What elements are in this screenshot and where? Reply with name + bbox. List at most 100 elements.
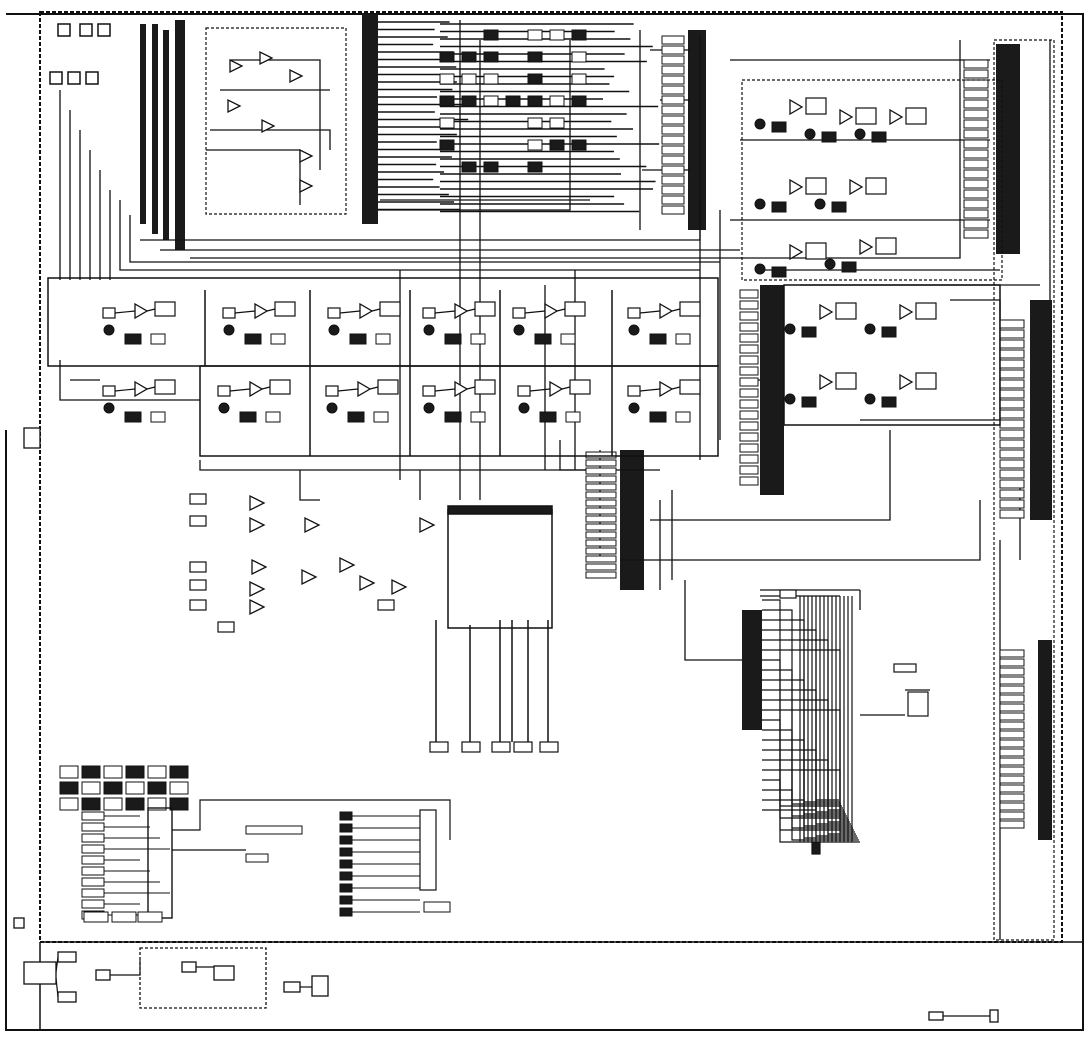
stack-block — [740, 378, 758, 386]
stack-block — [1000, 767, 1024, 774]
output-block — [806, 98, 826, 114]
indicator-block — [376, 334, 390, 344]
control-block — [84, 912, 108, 922]
indicator-block — [445, 412, 461, 422]
stack-block — [586, 556, 616, 562]
indicator-block — [535, 334, 551, 344]
small-block — [484, 74, 498, 84]
stack-block — [1000, 812, 1024, 819]
output-block — [475, 380, 495, 394]
input-block — [518, 386, 530, 396]
stack-block — [740, 466, 758, 474]
node-circle — [519, 403, 529, 413]
stack-block — [662, 106, 684, 114]
control-block — [82, 798, 100, 810]
stack-block — [1000, 722, 1024, 729]
input-block — [103, 308, 115, 318]
input-block — [328, 308, 340, 318]
indicator-block — [348, 412, 364, 422]
stack-block — [964, 70, 988, 78]
stack-block — [1000, 380, 1024, 388]
ladder-terminal — [812, 842, 820, 854]
stack-block — [662, 116, 684, 124]
output-block — [916, 303, 936, 319]
node-circle — [329, 325, 339, 335]
stack-block — [1000, 650, 1024, 657]
small-block — [440, 96, 454, 106]
output-block — [570, 380, 590, 394]
output-block — [565, 302, 585, 316]
control-block — [246, 854, 268, 862]
stack-block — [586, 460, 616, 466]
control-block — [82, 782, 100, 794]
stack-block — [964, 230, 988, 238]
indicator-block — [772, 122, 786, 132]
stack-block — [1000, 400, 1024, 408]
stack-block — [662, 176, 684, 184]
input-block — [326, 386, 338, 396]
stack-block — [740, 411, 758, 419]
small-block — [484, 162, 498, 172]
control-block — [340, 860, 352, 868]
stack-block — [740, 433, 758, 441]
small-block — [550, 96, 564, 106]
stack-block — [586, 532, 616, 538]
control-block — [82, 878, 104, 886]
stack-block — [1000, 695, 1024, 702]
indicator-block — [650, 412, 666, 422]
input-block — [628, 386, 640, 396]
stack-block — [662, 36, 684, 44]
output-block — [680, 380, 700, 394]
stack-block — [1000, 490, 1024, 498]
input-block — [628, 308, 640, 318]
input-terminal — [190, 516, 206, 526]
indicator-block — [151, 334, 165, 344]
small-block — [462, 74, 476, 84]
control-block — [420, 810, 436, 890]
control-block — [82, 823, 104, 831]
input-block — [513, 308, 525, 318]
control-block — [82, 834, 104, 842]
output-block — [378, 380, 398, 394]
input-terminal — [190, 562, 206, 572]
input-block — [103, 386, 115, 396]
stack-block — [662, 126, 684, 134]
input-block — [223, 308, 235, 318]
control-block — [138, 912, 162, 922]
control-block — [148, 766, 166, 778]
stack-block — [662, 196, 684, 204]
stack-block — [964, 160, 988, 168]
stack-block — [964, 180, 988, 188]
stack-block — [1000, 785, 1024, 792]
stack-block — [662, 206, 684, 214]
input-terminal — [378, 600, 394, 610]
output-block — [475, 302, 495, 316]
small-block — [506, 96, 520, 106]
stack-block — [586, 468, 616, 474]
output-terminal — [462, 742, 480, 752]
stack-block — [1000, 340, 1024, 348]
stack-block — [1000, 686, 1024, 693]
small-block — [550, 30, 564, 40]
ladder-block — [908, 692, 928, 716]
stack-block — [740, 367, 758, 375]
stack-block — [662, 136, 684, 144]
stack-block — [740, 455, 758, 463]
stack-block — [662, 86, 684, 94]
stack-block — [1000, 740, 1024, 747]
stack-block — [740, 290, 758, 298]
indicator-block — [822, 132, 836, 142]
indicator-block — [445, 334, 461, 344]
indicator-block — [772, 202, 786, 212]
node-circle — [755, 119, 765, 129]
small-block — [484, 96, 498, 106]
indicator-block — [561, 334, 575, 344]
indicator-block — [151, 412, 165, 422]
output-terminal — [430, 742, 448, 752]
control-block — [340, 908, 352, 916]
control-block — [82, 856, 104, 864]
input-block — [218, 386, 230, 396]
stack-block — [1000, 794, 1024, 801]
control-block — [340, 884, 352, 892]
node-circle — [805, 129, 815, 139]
